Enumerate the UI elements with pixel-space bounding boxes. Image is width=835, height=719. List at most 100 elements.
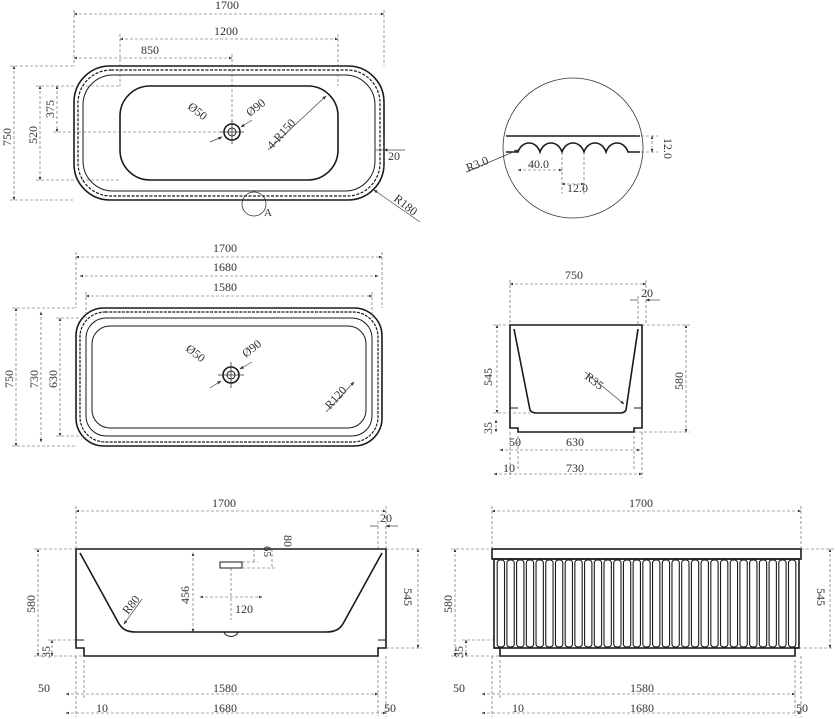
top-width-label: 1700 [215, 0, 239, 12]
plan-length-total: 1700 [213, 241, 237, 255]
side-depth: 456 [178, 586, 192, 604]
side-elevation: 1700 580 545 35 50 1580 10 1680 50 [441, 496, 834, 717]
elev-base-h: 35 [452, 646, 466, 658]
side-base-inner: 1580 [213, 681, 237, 695]
flute-rib [768, 559, 777, 648]
detail-a-profile [506, 142, 640, 155]
flute-rib [681, 559, 690, 648]
end-width-top: 750 [565, 268, 583, 282]
flute-rib [564, 559, 574, 648]
elev-base-offset: 50 [453, 681, 465, 695]
flute-rib [729, 559, 739, 648]
top-view-scallop [77, 69, 381, 197]
elev-base-side: 10 [512, 701, 524, 715]
top-view-outer-rim [73, 65, 385, 201]
flute-rib [574, 559, 583, 648]
elev-flutes [496, 559, 797, 648]
end-base-h: 35 [481, 422, 495, 434]
flute-rib [525, 559, 535, 648]
flute-rib [758, 559, 768, 648]
top-rim-label: 20 [388, 149, 400, 163]
flute-rib [622, 559, 632, 648]
end-height-total: 580 [672, 372, 686, 390]
flute-rib [603, 559, 612, 648]
side-base-offset: 50 [38, 681, 50, 695]
side-outer-h: 545 [401, 588, 415, 606]
top-overflow-dia: Ø90 [243, 96, 268, 120]
elev-top-rim [491, 548, 802, 560]
side-base-right: 50 [384, 701, 396, 715]
side-drain [223, 631, 239, 637]
side-overflow-h1: 65 [261, 546, 273, 558]
elev-base-inner: 1580 [630, 681, 654, 695]
end-section: 750 20 545 580 R35 35 50 630 10 730 [481, 268, 690, 478]
elev-base-total: 1680 [630, 701, 654, 715]
flute-rib [652, 559, 661, 648]
flute-rib [700, 559, 709, 648]
plan-view: 1700 1680 1580 750 730 630 Ø50 Ø90 R120 [2, 241, 383, 447]
flute-rib [661, 559, 671, 648]
end-basin [513, 328, 639, 414]
end-base-offset: 50 [509, 435, 521, 449]
plan-drain-dia: Ø50 [183, 341, 208, 365]
inner-length-label: 1200 [214, 24, 238, 38]
end-rim: 20 [641, 286, 653, 300]
plan-scallop [79, 311, 379, 443]
flute-rib [584, 559, 593, 648]
side-radius: R80 [119, 592, 142, 616]
plan-basin [91, 325, 367, 429]
plan-length-mid: 1680 [213, 260, 237, 274]
flute-rib [545, 559, 554, 648]
elev-length: 1700 [629, 496, 653, 510]
drain-offset-label: 850 [141, 43, 159, 57]
side-rim: 20 [380, 511, 392, 525]
flute-rib [506, 559, 515, 648]
side-section: 1700 20 580 456 545 65 80 120 R80 35 50 … [24, 496, 422, 717]
plan-depth-mid: 730 [27, 370, 41, 388]
top-view-inner-rim [82, 74, 376, 192]
top-view-basin [119, 85, 339, 181]
detail-a-label: A [264, 207, 272, 219]
detail-height: 12.0 [661, 138, 675, 159]
detail-width: 12.0 [567, 181, 588, 195]
detail-a-marker [241, 191, 267, 217]
flute-rib [671, 559, 680, 648]
elev-base [494, 647, 799, 657]
flute-rib [719, 559, 729, 648]
flute-rib [613, 559, 622, 648]
top-drain-dia: Ø50 [185, 99, 210, 123]
side-length: 1700 [212, 496, 236, 510]
end-base-side: 10 [503, 461, 515, 475]
end-base-total: 730 [566, 461, 584, 475]
flute-rib [554, 559, 564, 648]
flute-rib [690, 559, 700, 648]
plan-outer [75, 307, 383, 447]
drain-depth-label: 375 [43, 100, 57, 118]
flute-rib [496, 559, 506, 648]
plan-overflow-dia: Ø90 [239, 337, 264, 361]
end-base-inner: 630 [566, 435, 584, 449]
top-depth-label: 750 [0, 128, 14, 146]
side-overflow-h2: 80 [281, 535, 295, 547]
flute-rib [710, 559, 719, 648]
plan-length-inner: 1580 [213, 280, 237, 294]
detail-a: R3.0 40.0 12.0 12.0 [464, 77, 675, 219]
top-outer-radius: R180 [391, 191, 420, 218]
flute-rib [632, 559, 641, 648]
flute-rib [749, 559, 758, 648]
plan-depth-total: 750 [2, 370, 16, 388]
flute-rib [642, 559, 651, 648]
plan-rim [85, 317, 373, 437]
side-basin [79, 552, 383, 633]
elev-height: 580 [441, 595, 455, 613]
flute-rib [516, 559, 525, 648]
side-overflow [219, 561, 243, 569]
flute-rib [778, 559, 787, 648]
detail-a-circle [502, 77, 644, 219]
plan-depth-inner: 630 [46, 370, 60, 388]
flute-rib [535, 559, 544, 648]
plan-corner-radius: R120 [322, 383, 350, 412]
flute-rib [593, 559, 603, 648]
side-base-side: 10 [96, 701, 108, 715]
detail-pitch: 40.0 [528, 157, 549, 171]
